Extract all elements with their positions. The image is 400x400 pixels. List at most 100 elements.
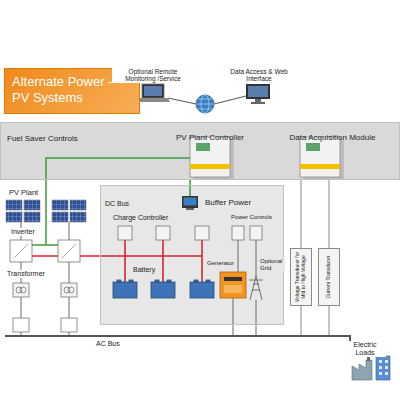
generator-symbol (224, 285, 242, 293)
breaker-symbol (13, 318, 29, 332)
inverter-symbol (10, 240, 80, 262)
ac-bus-wire (5, 336, 350, 356)
building-icon (379, 360, 388, 375)
solar-panels (70, 212, 86, 222)
factory-icon (352, 360, 372, 380)
solar-panels (52, 212, 68, 222)
solar-panels (70, 200, 86, 210)
transducer-wire (301, 306, 329, 336)
data-acquisition-device (300, 137, 344, 179)
part-label: PV Plant (8, 189, 39, 198)
solar-panels (24, 212, 40, 222)
transformer-symbol (13, 283, 77, 297)
transducer-label: Voltage Transducer for Mid to High Volta… (295, 251, 306, 303)
factory-icon (352, 355, 372, 380)
solar-panels (6, 200, 86, 222)
solar-panels (52, 200, 68, 210)
control-band: Fuel Saver Controls PV Plant Controller Da… (0, 122, 400, 180)
battery-symbol (155, 280, 159, 282)
globe-icon (196, 95, 214, 113)
transducer-box: Voltage Transducer for Mid to High Volta… (290, 248, 312, 306)
buffer-monitor-icon (184, 198, 197, 206)
pv-plant-controller-device (196, 143, 210, 151)
monitor-icon (251, 102, 265, 104)
power-control-symbol (250, 226, 262, 240)
monitor-icon (246, 84, 270, 99)
power-control-symbol (232, 226, 244, 240)
band-fill (0, 122, 400, 180)
signal-connector (329, 180, 330, 248)
battery-symbol (117, 280, 121, 282)
solar-panels (24, 200, 40, 210)
monitor-icon (246, 84, 270, 104)
transducer-box: Current Transducer (318, 248, 340, 306)
battery-symbol (190, 282, 214, 298)
building-icon (376, 356, 390, 380)
node-heading: Fuel Saver Controls (7, 134, 78, 143)
part-label: Battery (132, 266, 156, 274)
part-label: AC Bus (95, 340, 121, 348)
part-label: Transformer (6, 270, 46, 278)
part-label: Data Access & Web Interface (222, 68, 296, 83)
charge-controller-symbol (118, 226, 132, 240)
grid-tower-symbol (249, 276, 263, 300)
generator-symbol (220, 272, 246, 298)
dc-bus-wire (32, 255, 202, 257)
battery-symbol (113, 282, 137, 298)
laptop-icon (144, 86, 162, 96)
generator-symbol (224, 277, 242, 281)
buffer-monitor-icon (182, 196, 198, 210)
controller-device: PV Plant Controller (160, 122, 260, 180)
transducer-wire (301, 306, 329, 336)
monitor-icon (255, 99, 261, 102)
battery-symbol (129, 280, 133, 282)
data-acquisition-device (300, 137, 340, 177)
node-heading: PV Plant Controller (176, 133, 244, 142)
battery-symbol (151, 282, 175, 298)
building-icon (376, 356, 390, 380)
band-fill (0, 122, 400, 180)
pv-plant-controller-device (190, 137, 234, 179)
pv-plant-controller-device (190, 164, 230, 169)
pv-plant-controller-device (190, 137, 230, 177)
signal-connector (301, 180, 302, 248)
monitor-icon (248, 86, 268, 97)
part-label: Generator (206, 260, 235, 267)
part-label: Power Controls (230, 214, 273, 221)
battery-symbol (113, 280, 214, 298)
charge-controller-symbol (156, 226, 170, 240)
data-acquisition-device (306, 143, 320, 151)
buffer-monitor-icon (186, 208, 194, 210)
generator-symbol (220, 272, 246, 298)
control-wire (189, 185, 191, 196)
laptop-icon (136, 98, 170, 102)
buffer-monitor-icon (182, 196, 198, 208)
solar-panels (6, 200, 22, 210)
globe-icon (196, 99, 214, 109)
part-label: DC Bus (104, 200, 130, 208)
node-heading: Buffer Power (205, 198, 251, 207)
battery-symbol (206, 280, 210, 282)
part-label: Charge Controller (112, 214, 169, 222)
grid-tower-symbol (249, 276, 263, 300)
part-label: Optional Grid (259, 258, 285, 272)
data-acquisition-device (300, 164, 340, 169)
data-acquisition-device (300, 137, 344, 179)
part-label: Optional Remote Monitoring /Service (112, 68, 194, 83)
breaker-symbol (13, 318, 77, 332)
transformer-symbol (13, 283, 29, 297)
part-label: Inverter (10, 228, 36, 236)
transformer-symbol (61, 283, 77, 297)
laptop-icon (136, 84, 170, 102)
pv-plant-controller-device (190, 137, 234, 179)
control-wire (32, 158, 190, 245)
transducer-label: Current Transducer (326, 251, 332, 303)
ac-bus-wire (5, 336, 350, 356)
acquisition-device: Data Acquisition Module (270, 122, 395, 180)
globe-icon (196, 95, 214, 113)
battery-symbol (167, 280, 171, 282)
transformer-symbol (68, 287, 74, 293)
